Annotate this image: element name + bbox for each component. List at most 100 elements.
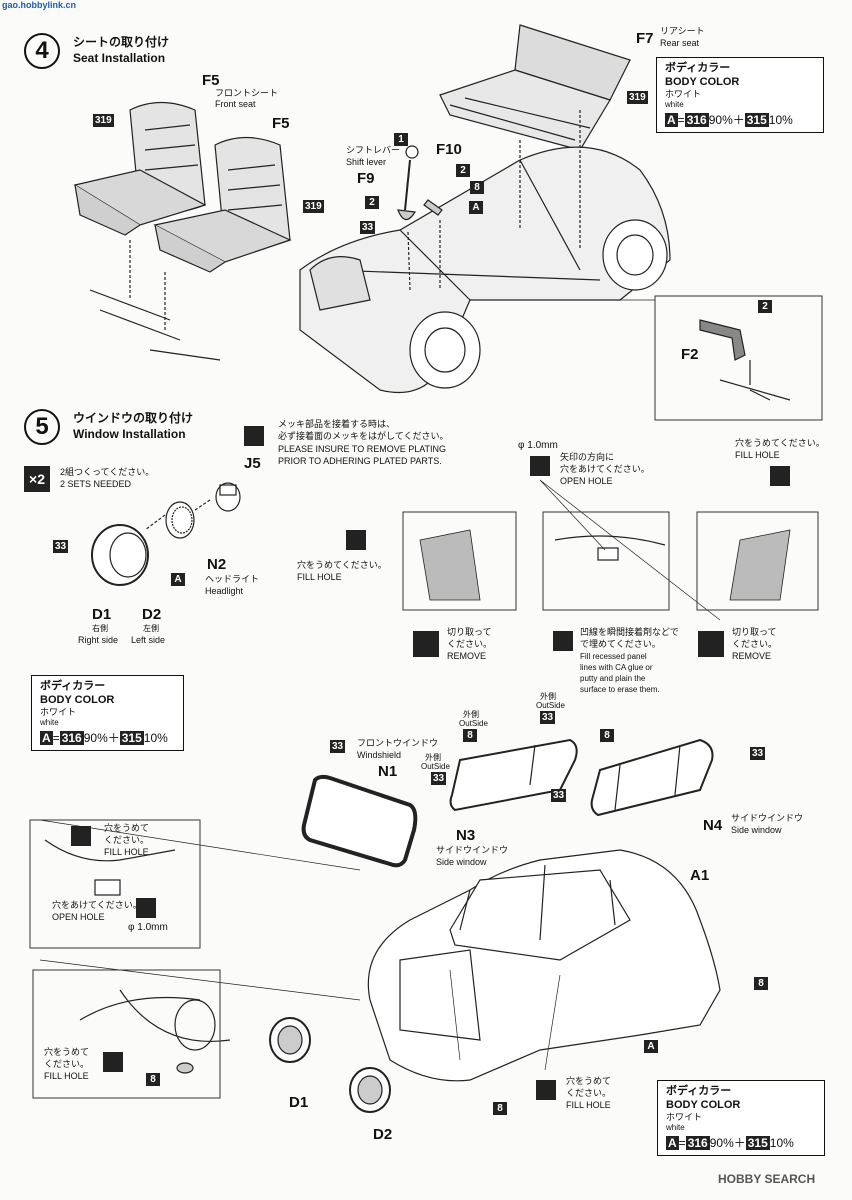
recess-en-3: putty and plain the — [580, 674, 646, 683]
n4-jp: サイドウインドウ — [731, 813, 804, 823]
bottom-fill-jp-1: 穴をうめて — [566, 1076, 612, 1086]
fill-hole-icon-left-inset — [103, 1052, 123, 1072]
n3-en: Side window — [436, 857, 487, 867]
inset-open-en: OPEN HOLE — [52, 912, 105, 922]
remove-left-en: REMOVE — [447, 651, 487, 661]
sets-needed-jp: 2組つくってください。 — [60, 467, 155, 477]
windshield-en: Windshield — [357, 750, 402, 760]
num-8-window-1: 8 — [463, 729, 477, 742]
part-f10: F10 — [436, 141, 462, 158]
watermark-brand: HOBBY SEARCH — [718, 1172, 816, 1186]
n2-en: Headlight — [205, 586, 244, 596]
plating-warning-icon — [244, 426, 264, 446]
paint-319-seat2: 319 — [303, 200, 324, 213]
num-33-window-mid: 33 — [551, 789, 567, 802]
recess-jp-2: で埋めてください。 — [580, 639, 661, 649]
inset-phi: φ 1.0mm — [128, 922, 168, 933]
paint-319-seat1: 319 — [93, 114, 114, 127]
num-8-body-bottom: 8 — [493, 1102, 507, 1115]
part-f9: F9 — [357, 170, 375, 187]
fill-hole-icon-inset — [71, 826, 91, 846]
part-rear-seat-label: F7 — [636, 30, 654, 47]
times-two-badge: ×2 — [24, 466, 50, 492]
step-4-title-en: Seat Installation — [73, 51, 166, 65]
outside-en-2: OutSide — [536, 701, 565, 710]
fill-hole-right-jp: 穴をうめてください。 — [735, 438, 825, 448]
color-name-en: white — [666, 1123, 685, 1132]
part-a1: A1 — [690, 867, 710, 884]
open-hole-jp-1: 矢印の方向に — [560, 452, 615, 462]
left-fill-jp-1: 穴をうめて — [44, 1047, 90, 1057]
part-d2: D2 — [142, 606, 162, 623]
plating-jp-1: メッキ部品を接着する時は、 — [278, 419, 396, 429]
n2-jp: ヘッドライト — [205, 574, 260, 584]
fill-hole-icon-bottom — [536, 1080, 556, 1100]
fill-hole-icon-left — [346, 530, 366, 550]
part-front-seat-label-2: F5 — [272, 115, 290, 132]
fill-hole-left-en: FILL HOLE — [297, 572, 342, 582]
rear-seat-jp: リアシート — [660, 26, 705, 36]
recess-jp-1: 凹線を瞬間接着剤などで — [580, 627, 679, 637]
step-5-title-en: Window Installation — [73, 427, 186, 441]
outside-jp-2: 外側 — [540, 692, 556, 701]
body-color-en: BODY COLOR — [40, 694, 115, 706]
num-2-right: 2 — [456, 164, 470, 177]
num-2-left: 2 — [365, 196, 379, 209]
drill-icon-inset — [136, 898, 156, 918]
recess-fill-icon — [553, 631, 573, 651]
num-8-window-2: 8 — [600, 729, 614, 742]
num-33-windshield: 33 — [330, 740, 346, 753]
step-4-title-jp: シートの取り付け — [73, 35, 170, 49]
step-4-number: 4 — [24, 33, 60, 69]
inset-part-f2: F2 — [681, 346, 699, 363]
num-a-headlight: A — [171, 573, 185, 586]
recess-en-2: lines with CA glue or — [580, 663, 653, 672]
num-33: 33 — [360, 221, 376, 234]
outside-en-1: OutSide — [459, 719, 488, 728]
part-d1-body: D1 — [289, 1094, 309, 1111]
d1-en: Right side — [78, 635, 119, 645]
sets-needed-en: 2 SETS NEEDED — [60, 479, 132, 489]
recess-en-4: surface to erase them. — [580, 685, 660, 694]
remove-icon-left — [413, 631, 439, 657]
part-n4: N4 — [703, 817, 723, 834]
color-name-en: white — [40, 718, 59, 727]
step-5-number: 5 — [24, 409, 60, 445]
d1-jp: 右側 — [92, 624, 108, 633]
remove-right-jp-2: ください。 — [732, 639, 778, 649]
remove-left-jp-1: 切り取って — [447, 627, 492, 637]
windshield-jp: フロントウインドウ — [357, 738, 439, 748]
part-d2-body: D2 — [373, 1126, 393, 1143]
fill-hole-icon-right — [770, 466, 790, 486]
num-33-headlight: 33 — [53, 540, 69, 553]
outside-en-3: OutSide — [421, 762, 450, 771]
remove-left-jp-2: ください。 — [447, 639, 493, 649]
paint-319-rear: 319 — [627, 91, 648, 104]
plating-en-2: PRIOR TO ADHERING PLATED PARTS. — [278, 456, 442, 466]
color-name-jp: ホワイト — [665, 89, 702, 99]
remove-icon-right — [698, 631, 724, 657]
body-color-jp: ボディカラー — [40, 680, 106, 692]
num-8-inset: 8 — [146, 1073, 160, 1086]
part-front-seat-label: F5 — [202, 72, 220, 89]
watermark-site: gao.hobbylink.cn — [2, 0, 77, 10]
body-color-en: BODY COLOR — [666, 1099, 741, 1111]
fill-hole-left-jp: 穴をうめてください。 — [297, 560, 387, 570]
remove-right-en: REMOVE — [732, 651, 772, 661]
plating-en-1: PLEASE INSURE TO REMOVE PLATING — [278, 444, 447, 454]
body-color-jp: ボディカラー — [665, 62, 731, 74]
num-33-window-right: 33 — [750, 747, 766, 760]
left-fill-en: FILL HOLE — [44, 1071, 89, 1081]
recess-en-1: Fill recessed panel — [580, 652, 647, 661]
drill-icon — [530, 456, 550, 476]
d2-jp: 左側 — [143, 624, 159, 633]
inset-fill-jp-2: ください。 — [104, 835, 150, 845]
phi-1mm-top: φ 1.0mm — [518, 440, 558, 451]
shift-lever-en: Shift lever — [346, 157, 387, 167]
plating-jp-2: 必ず接着面のメッキをはがしてください。 — [278, 431, 449, 441]
outside-jp-1: 外側 — [463, 710, 479, 719]
